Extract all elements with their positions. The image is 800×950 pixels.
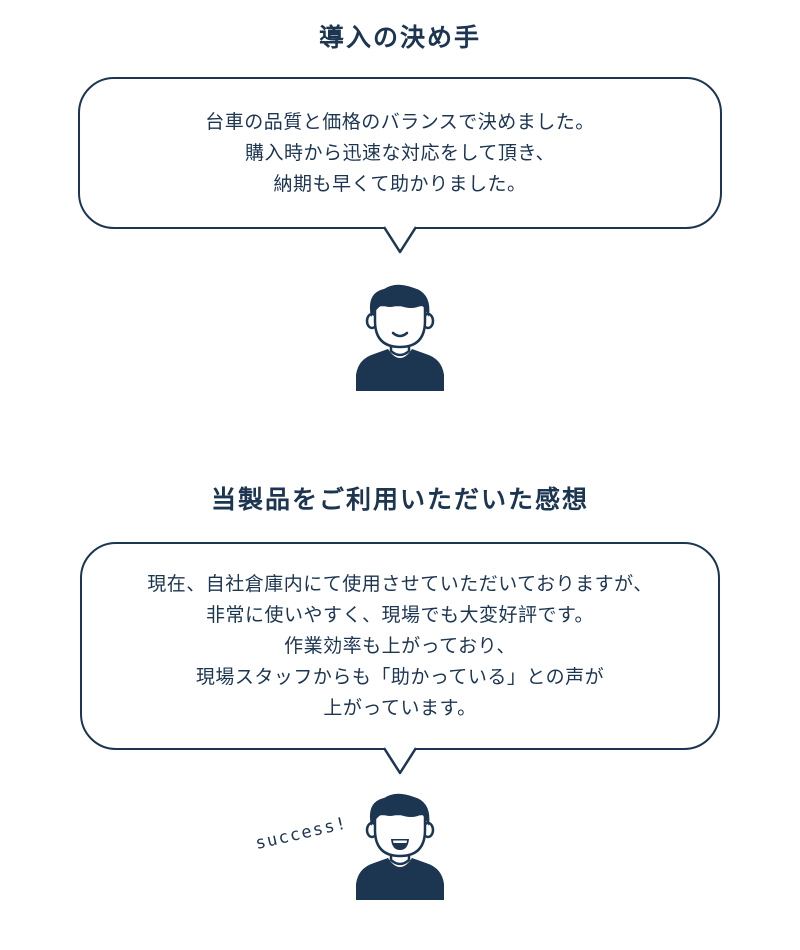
speech-bubble-impressions: 現在、自社倉庫内にて使用させていただいておりますが、 非常に使いやすく、現場でも… [80,542,720,750]
bubble-text-line: 台車の品質と価格のバランスで決めました。 [205,110,595,133]
bubble-text-line: 非常に使いやすく、現場でも大変好評です。 [205,603,595,626]
bubble-text-line: 購入時から迅速な対応をして頂き、 [244,141,556,164]
bubble-text-line: 作業効率も上がっており、 [284,634,516,657]
bubble-text-line: 現在、自社倉庫内にて使用させていただいておりますが、 [147,572,653,595]
bubble-text-line: 現場スタッフからも「助かっている」との声が [195,665,605,688]
success-label: success! [253,813,350,854]
speech-bubble-tail [382,226,418,254]
speech-bubble-decision: 台車の品質と価格のバランスで決めました。 購入時から迅速な対応をして頂き、 納期… [78,77,722,229]
speech-bubble-tail [382,747,418,775]
person-icon [356,284,444,391]
section-heading-impressions: 当製品をご利用いただいた感想 [210,485,589,514]
bubble-text-line: 納期も早くて助かりました。 [273,172,527,195]
section-heading-decision: 導入の決め手 [318,23,481,52]
person-icon [356,793,444,900]
bubble-text-line: 上がっています。 [323,696,477,719]
